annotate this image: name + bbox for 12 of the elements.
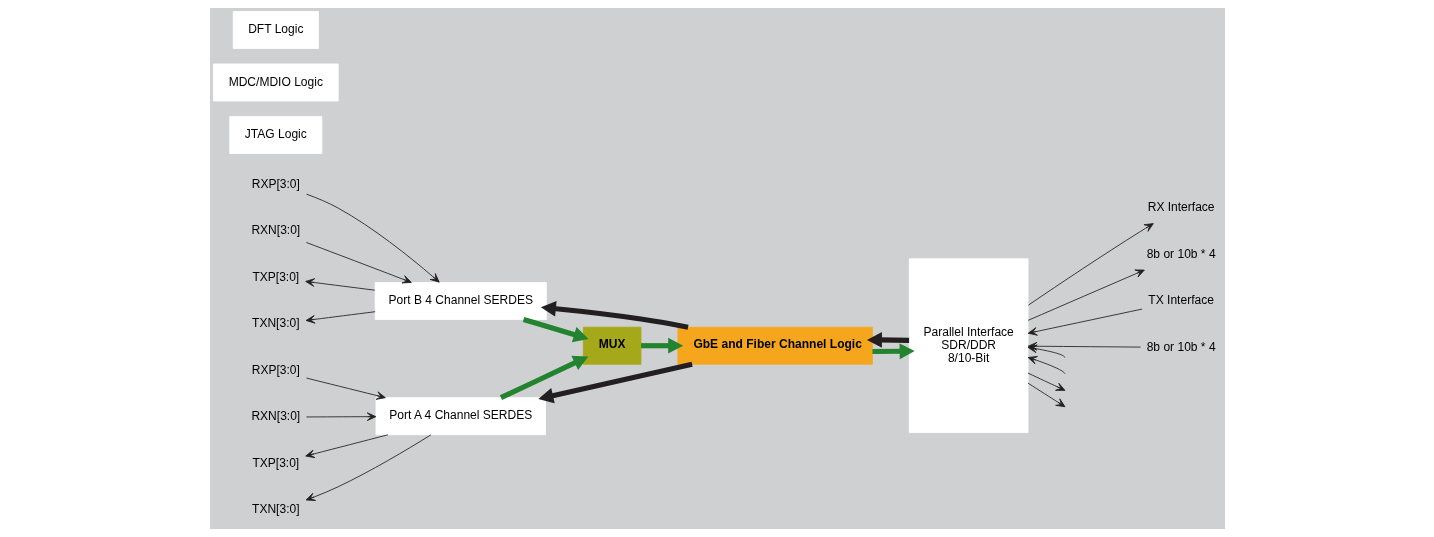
- node-text: TX Interface: [1147, 293, 1214, 308]
- node-text: TXN[3:0]: [251, 502, 300, 517]
- node-text: RXP[3:0]: [251, 177, 300, 192]
- node-text: RXN[3:0]: [250, 223, 300, 238]
- node-text: 8b or 10b * 4: [1146, 246, 1216, 261]
- node-text: 8b or 10b * 4: [1146, 339, 1216, 354]
- node-text: TXP[3:0]: [251, 455, 299, 470]
- node-text: RXN[3:0]: [250, 409, 300, 424]
- node-text: TXP[3:0]: [251, 269, 299, 284]
- node-text: TXN[3:0]: [251, 316, 300, 331]
- node-text: RX Interface: [1147, 200, 1215, 215]
- node-text: RXP[3:0]: [251, 362, 300, 377]
